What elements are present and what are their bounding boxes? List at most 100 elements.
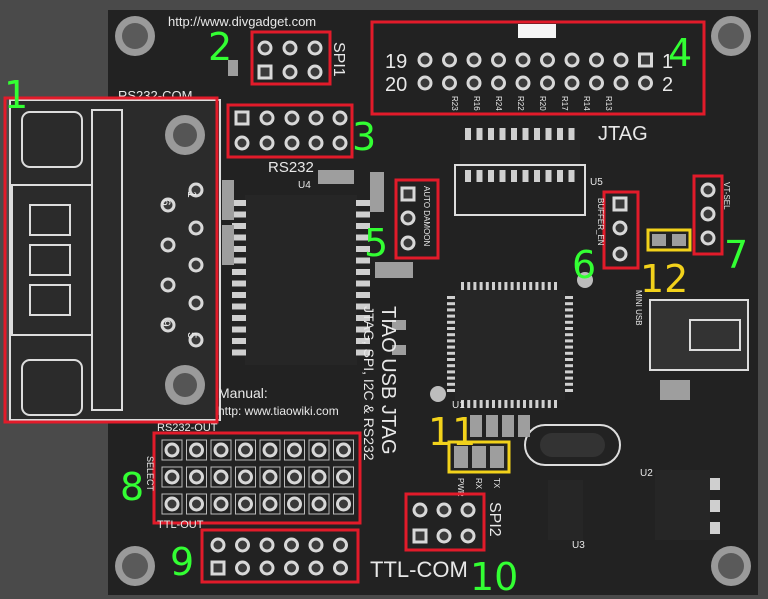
select-pad — [287, 442, 302, 458]
u1-pin — [535, 400, 539, 408]
jtag-pad — [466, 75, 482, 91]
u1-pin — [504, 400, 508, 408]
resistor-label: R14 — [582, 96, 591, 111]
select-pad-frame — [333, 439, 354, 461]
select-pad — [164, 469, 180, 485]
jtag-pad — [417, 75, 433, 91]
u4-pin — [356, 223, 370, 229]
select-pad-frame — [333, 466, 354, 488]
board-title: TIAO USB JTAG — [377, 306, 399, 455]
highlight-12 — [646, 228, 692, 252]
ttl-out-label: TTL-OUT — [157, 519, 204, 531]
u1-label: U1 — [452, 400, 465, 411]
u4-pin — [356, 326, 370, 333]
jtag-pin-19-label: 19 — [385, 51, 407, 73]
u1-pin — [447, 320, 455, 324]
select-pad — [238, 496, 253, 512]
u1-pin — [447, 296, 455, 299]
select-pad-frame — [308, 493, 330, 515]
u4-pin — [356, 211, 370, 218]
jtag-pin-2-label: 2 — [662, 74, 673, 96]
u5-label: U5 — [590, 177, 603, 188]
select-pad — [311, 442, 327, 458]
spi2-label: SPI2 — [486, 502, 503, 537]
u1-pin — [523, 400, 526, 408]
u5-pin — [476, 128, 483, 140]
u5-pin — [522, 170, 529, 182]
u1-pin — [565, 320, 573, 324]
u4-pin — [356, 292, 370, 298]
u5-pin — [568, 128, 575, 140]
resistor-label: R16 — [472, 96, 481, 111]
u1-pin — [447, 308, 455, 312]
u1-pin — [554, 282, 557, 290]
u4-pin — [232, 315, 246, 321]
callout-12: 12 — [640, 257, 688, 301]
select-pad-frame — [333, 493, 354, 515]
u4-pin — [232, 280, 246, 287]
select-pad-frame — [284, 493, 305, 515]
buffer-en-label: BUFFER_EN — [596, 198, 605, 246]
u3-label: U3 — [572, 540, 585, 551]
board-subtitle: JTAG, SPI, I2C & RS232 — [361, 306, 377, 461]
u1-pin — [565, 339, 573, 343]
mini-usb-label: MINI USB — [634, 290, 643, 326]
db9-pin-9-label: 9 — [159, 320, 173, 327]
select-pad — [164, 496, 180, 512]
select-pad-frame — [161, 439, 183, 461]
u1-pin — [565, 358, 573, 361]
u1-pin — [565, 351, 573, 355]
select-pad — [311, 496, 327, 512]
select-pad — [238, 469, 253, 485]
ttl-pad — [210, 560, 226, 576]
u1-pin — [541, 282, 545, 290]
u1-pin — [447, 302, 455, 306]
ttl-com-label: TTL-COM — [370, 557, 468, 582]
select-pad — [311, 469, 327, 485]
jtag-pad — [589, 52, 604, 68]
rs232-com-label: RS232-COM — [118, 88, 192, 103]
resistor-label: R24 — [494, 96, 503, 111]
rs232-label: RS232 — [268, 159, 314, 176]
u2-regulator — [655, 470, 720, 540]
callout-2: 2 — [208, 25, 232, 69]
select-header — [152, 431, 362, 525]
u1-pin — [473, 400, 477, 408]
u5-pin — [534, 170, 540, 182]
u1-pin — [535, 282, 539, 290]
u1-pin — [447, 382, 455, 386]
u1-pin — [565, 389, 573, 392]
u1-pin — [510, 282, 514, 290]
u4-pin — [356, 257, 370, 264]
select-pad-frame — [186, 439, 207, 461]
u1-pin — [554, 400, 557, 408]
manual-url: http: www.tiaowiki.com — [218, 404, 339, 418]
jtag-pad — [417, 52, 433, 68]
u1-pin — [523, 282, 526, 290]
u5-pin — [499, 170, 506, 182]
u4-pin — [232, 269, 246, 275]
u5-pin — [511, 170, 517, 182]
u4-pin — [356, 269, 370, 275]
u1-pin — [467, 282, 471, 290]
led-rx-label: RX — [474, 478, 483, 490]
u1-pin — [529, 400, 533, 408]
select-label: SELECT — [145, 456, 155, 492]
jtag-pad — [638, 75, 653, 91]
select-pad — [336, 469, 351, 485]
resistor-label: R22 — [516, 96, 525, 111]
u1-pin — [485, 400, 489, 408]
select-pad-frame — [235, 439, 256, 461]
jtag-pad — [442, 75, 457, 91]
u1-pin — [565, 333, 573, 337]
u1-pin — [485, 282, 489, 290]
u1-pin — [447, 376, 455, 380]
u5-pin — [568, 170, 575, 182]
u4-pin — [232, 200, 246, 206]
u1-pin — [565, 376, 573, 380]
u4-pin — [232, 303, 246, 310]
u4-pin — [356, 338, 370, 344]
fiducial-bottom — [430, 386, 446, 402]
led-rx — [472, 446, 486, 468]
